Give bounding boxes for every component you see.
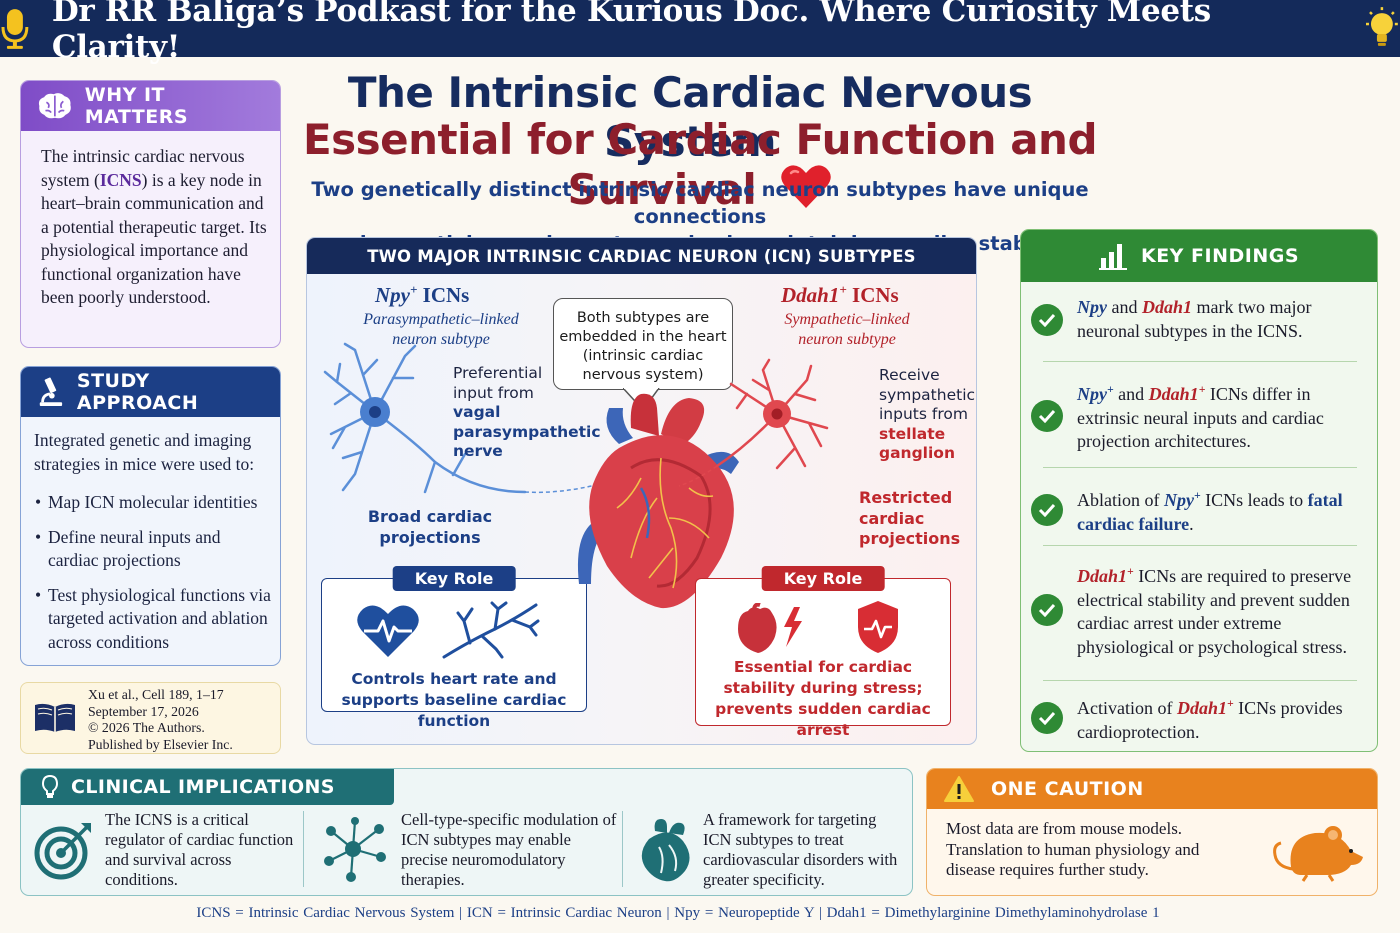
bar-chart-icon bbox=[1098, 244, 1127, 270]
one-caution-card: ONE CAUTION Most data are from mouse mod… bbox=[926, 768, 1378, 896]
finding-item-5: Activation of Ddah1+ ICNs provides cardi… bbox=[1031, 692, 1369, 744]
abbreviations-footer: ICNS = Intrinsic Cardiac Nervous System … bbox=[196, 905, 1160, 921]
npy-projection-note: Broad cardiac projections bbox=[367, 507, 493, 547]
clinical-implications-card: CLINICAL IMPLICATIONS The ICNS is a crit… bbox=[20, 768, 913, 896]
key-findings-header: KEY FINDINGS bbox=[1021, 230, 1377, 282]
banner-title: Dr RR Baliga’s Podkast for the Kurious D… bbox=[51, 0, 1211, 65]
icn-subtypes-header: TWO MAJOR INTRINSIC CARDIAC NEURON (ICN)… bbox=[307, 238, 976, 274]
npy-title: Npy+ ICNs bbox=[375, 282, 470, 307]
icn-subtypes-panel: TWO MAJOR INTRINSIC CARDIAC NEURON (ICN)… bbox=[306, 237, 977, 745]
study-approach-title: STUDY APPROACH bbox=[76, 370, 199, 414]
main-title: The Intrinsic Cardiac Nervous System bbox=[347, 68, 1033, 166]
checkmark-icon bbox=[1031, 702, 1063, 734]
npy-key-role-label: Key Role bbox=[392, 566, 516, 591]
npy-key-role-box: Key Role Controls heart rate and support… bbox=[321, 566, 587, 730]
list-item: Define neural inputs and cardiac project… bbox=[35, 526, 272, 573]
nerve-branch-icon bbox=[442, 601, 540, 659]
finding-item-1: Npy and Ddah1 mark two major neuronal su… bbox=[1031, 296, 1369, 343]
lightbulb-icon bbox=[1366, 6, 1399, 46]
icn-subtypes-title: TWO MAJOR INTRINSIC CARDIAC NEURON (ICN)… bbox=[367, 246, 916, 266]
microscope-icon bbox=[39, 377, 63, 406]
study-intro: Integrated genetic and imaging strategie… bbox=[34, 430, 255, 474]
ddah1-subtitle: Sympathetic–linked neuron subtype bbox=[784, 311, 910, 348]
one-caution-title: ONE CAUTION bbox=[991, 778, 1144, 800]
microphone-icon bbox=[1, 8, 29, 49]
why-it-matters-card: WHY IT MATTERS The intrinsic cardiac ner… bbox=[20, 80, 281, 348]
clinical-item-3: A framework for targeting ICN subtypes t… bbox=[635, 807, 907, 893]
heart-organ-icon bbox=[641, 819, 690, 882]
book-icon bbox=[35, 703, 75, 732]
list-item: Map ICN molecular identities bbox=[35, 491, 272, 515]
study-approach-header: STUDY APPROACH bbox=[21, 367, 280, 417]
study-list: Map ICN molecular identities Define neur… bbox=[21, 476, 280, 654]
checkmark-icon bbox=[1031, 494, 1063, 526]
brain-icon bbox=[38, 93, 71, 119]
checkmark-icon bbox=[1031, 593, 1063, 626]
main-subtitle-red: Essential for Cardiac Function and Survi… bbox=[302, 115, 1098, 214]
citation-text: Xu et al., Cell 189, 1–17 September 17, … bbox=[88, 687, 233, 752]
npy-key-role-text: Controls heart rate and supports baselin… bbox=[341, 670, 567, 730]
sympathetic-neuron-icon bbox=[678, 358, 829, 487]
ddah1-title: Ddah1+ ICNs bbox=[781, 282, 899, 307]
finding-item-3: Ablation of Npy+ ICNs leads to fatal car… bbox=[1031, 484, 1369, 536]
warning-icon bbox=[944, 776, 974, 802]
citation-card: Xu et al., Cell 189, 1–17 September 17, … bbox=[20, 682, 281, 754]
key-findings-card: KEY FINDINGS Npy and Ddah1 mark two majo… bbox=[1020, 229, 1378, 752]
checkmark-icon bbox=[1031, 303, 1063, 336]
divider bbox=[1043, 545, 1357, 546]
ddah1-projection-note: Restricted cardiac projections bbox=[859, 488, 961, 548]
mouse-icon bbox=[1273, 826, 1363, 882]
why-it-matters-header: WHY IT MATTERS bbox=[21, 81, 280, 131]
heart-rate-icon bbox=[357, 605, 419, 657]
divider bbox=[1043, 467, 1357, 468]
why-it-matters-title: WHY IT MATTERS bbox=[84, 84, 189, 128]
clinical-item-2: Cell-type-specific modulation of ICN sub… bbox=[321, 807, 619, 893]
ddah1-input-note: Receive sympathetic inputs from stellate… bbox=[879, 366, 976, 462]
ddah1-key-role-label: Key Role bbox=[761, 566, 885, 591]
heart-icon bbox=[781, 165, 832, 208]
top-banner: Dr RR Baliga’s Podkast for the Kurious D… bbox=[0, 0, 1400, 65]
clinical-implications-title: CLINICAL IMPLICATIONS bbox=[71, 776, 335, 798]
list-item: Test physiological functions via targete… bbox=[35, 584, 272, 655]
target-icon bbox=[34, 823, 91, 880]
clinical-item-1: The ICNS is a critical regulator of card… bbox=[33, 807, 305, 893]
divider bbox=[622, 811, 623, 887]
caution-text: Most data are from mouse models. Transla… bbox=[946, 819, 1200, 879]
intrinsic-callout: Both subtypes are embedded in the heart … bbox=[553, 298, 733, 390]
heart-lightning-icon bbox=[738, 603, 802, 653]
network-nodes-icon bbox=[324, 817, 386, 882]
clinical-implications-header: CLINICAL IMPLICATIONS bbox=[21, 769, 394, 805]
why-it-matters-text: The intrinsic cardiac nervous system (IC… bbox=[41, 146, 267, 307]
npy-subtitle: Parasympathetic–linked neuron subtype bbox=[363, 311, 519, 348]
finding-item-2: Npy+ and Ddah1+ ICNs differ in extrinsic… bbox=[1031, 378, 1369, 454]
parasympathetic-neuron-icon bbox=[323, 342, 601, 494]
key-findings-title: KEY FINDINGS bbox=[1140, 245, 1300, 267]
one-caution-header: ONE CAUTION bbox=[927, 769, 1377, 809]
shield-heartbeat-icon bbox=[858, 601, 898, 653]
checkmark-icon bbox=[1031, 399, 1063, 432]
finding-item-4: Ddah1+ ICNs are required to preserve ele… bbox=[1031, 560, 1369, 659]
ddah1-key-role-box: Key Role Essential for cardiac stability… bbox=[695, 566, 951, 739]
ddah1-key-role-text: Essential for cardiac stability during s… bbox=[715, 658, 931, 739]
npy-input-note: Preferential input from vagal parasympat… bbox=[453, 364, 601, 460]
divider bbox=[303, 811, 304, 887]
lightbulb-outline-icon bbox=[41, 774, 59, 798]
divider bbox=[1043, 680, 1357, 681]
study-approach-card: STUDY APPROACH Integrated genetic and im… bbox=[20, 366, 281, 666]
divider bbox=[1043, 361, 1357, 362]
